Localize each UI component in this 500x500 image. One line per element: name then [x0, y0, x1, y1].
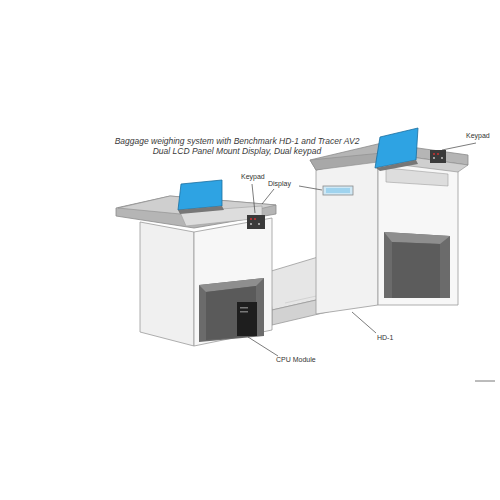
drawing-part	[248, 337, 278, 356]
drawing-part	[258, 223, 260, 225]
drawing-part	[250, 223, 252, 225]
drawing-part	[178, 206, 224, 214]
part-label: Keypad	[466, 132, 490, 140]
drawing-part	[392, 242, 440, 298]
rule-mark	[475, 381, 495, 382]
drawing-part	[386, 168, 448, 186]
drawing-part	[240, 307, 248, 309]
drawing-part	[316, 158, 378, 314]
drawing-part	[352, 312, 376, 333]
drawing-part	[140, 222, 194, 346]
part-label: Keypad	[241, 173, 265, 181]
monitor	[178, 180, 222, 210]
drawing-part	[262, 189, 274, 204]
left-counter	[116, 180, 276, 346]
drawing-part	[254, 218, 256, 220]
cpu-module	[237, 302, 257, 336]
drawing-part	[194, 218, 272, 346]
keypad	[430, 150, 446, 163]
diagram-title: Baggage weighing system with Benchmark H…	[112, 136, 362, 156]
drawing-part	[433, 153, 435, 155]
drawing-part	[442, 143, 476, 150]
drawing-part	[206, 286, 256, 340]
right-counter	[310, 128, 468, 314]
leader-lines	[248, 143, 476, 356]
drawing-part	[240, 311, 248, 313]
part-label: Display	[268, 180, 291, 188]
drawing-part	[376, 160, 418, 171]
drawing-part	[378, 158, 458, 305]
display-screen	[326, 188, 350, 193]
drawing-part	[384, 232, 450, 298]
drawing-part	[441, 157, 443, 159]
drawing-part	[252, 184, 255, 213]
part-label: HD-1	[377, 334, 393, 342]
part-label: CPU Module	[276, 356, 316, 364]
drawing-part	[437, 153, 439, 155]
drawing-part	[199, 278, 264, 342]
drawing-part	[299, 186, 322, 190]
display-panel	[323, 186, 353, 195]
drawing-part	[250, 218, 252, 220]
drawing-part	[433, 157, 435, 159]
keypad	[247, 215, 265, 229]
